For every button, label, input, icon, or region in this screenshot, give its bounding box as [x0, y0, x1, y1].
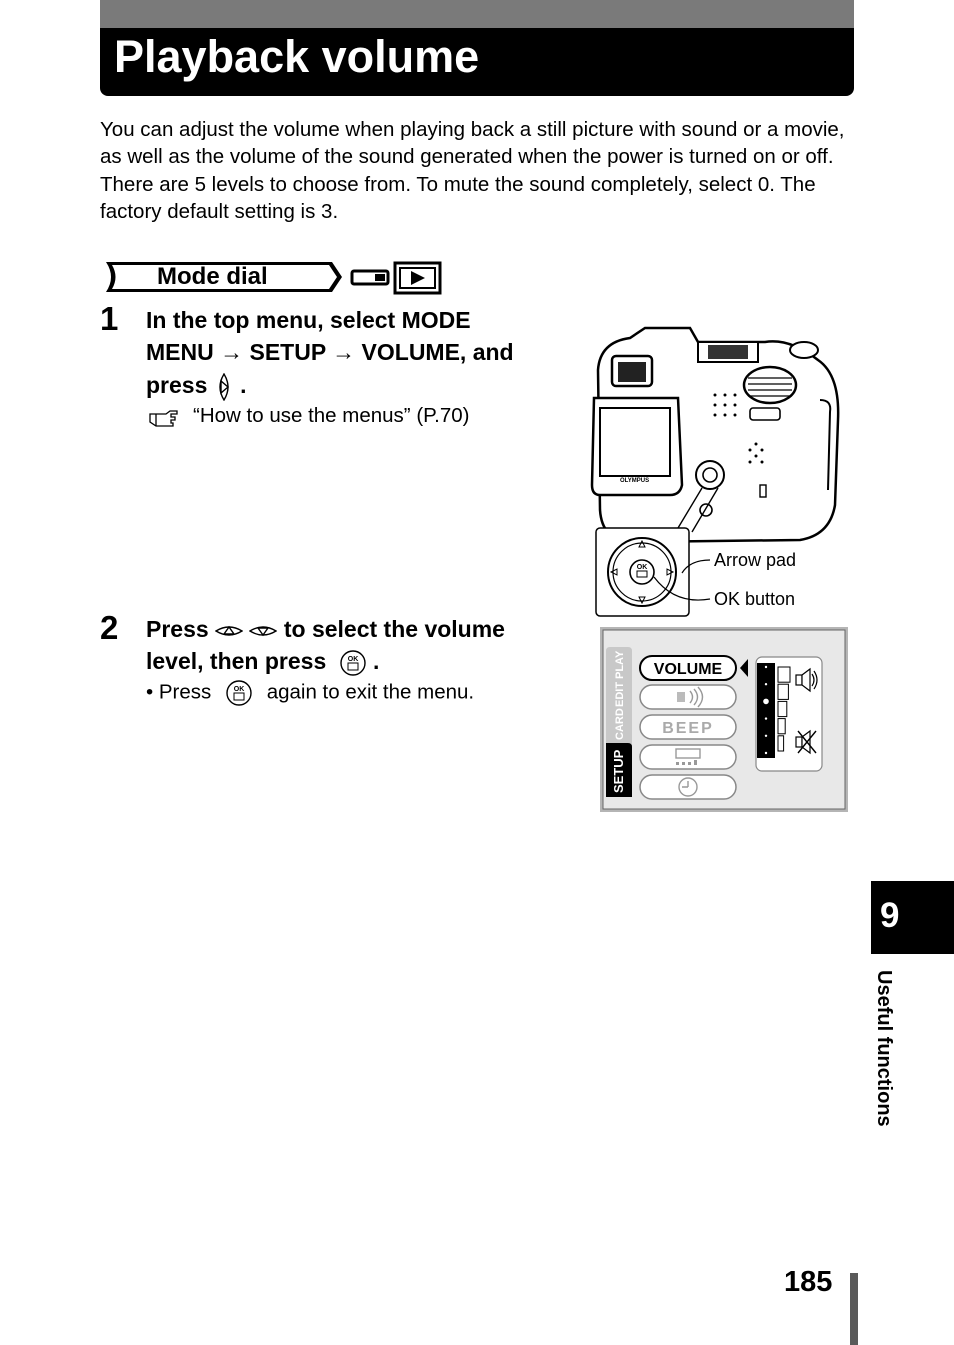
lcd-item-volume: VOLUME [654, 661, 723, 678]
lcd-tab-card: CARD [614, 708, 626, 740]
volume-level-bar [777, 718, 786, 735]
pointing-hand-icon [149, 410, 178, 427]
step-2-bullet-press: • Press [146, 680, 212, 704]
callout-lines [653, 559, 711, 601]
step-2-then-press: level, then press [146, 648, 327, 674]
arrow-right-button-icon [219, 372, 229, 401]
mode-dial-label: Mode dial [157, 263, 268, 290]
volume-level-bar [777, 700, 788, 718]
intro-paragraph: You can adjust the volume when playing b… [100, 118, 845, 223]
step-2-line-1: Press to select the volume [146, 613, 505, 646]
page-number: 185 [784, 1266, 833, 1298]
volume-level-bars [777, 666, 791, 752]
svg-text:OK: OK [637, 564, 648, 571]
lcd-item-clock-icon [678, 777, 698, 797]
arrow-pad-detail: OK [595, 527, 690, 617]
step-1-line-1: In the top menu, select MODE [146, 307, 471, 333]
title-bar [100, 28, 854, 96]
ok-button-label: OK button [714, 589, 796, 609]
step-1-reference: “How to use the menus” (P.70) [193, 404, 470, 427]
chapter-label: Useful functions [873, 970, 895, 1127]
lcd-tab-play: PLAY [614, 650, 626, 679]
svg-text:OK: OK [347, 656, 358, 663]
step-1-line-2: MENU → SETUP → VOLUME, and [146, 339, 514, 365]
ok-button-icon: OK [226, 680, 252, 706]
volume-level-dot [764, 717, 768, 720]
svg-text:OK: OK [234, 686, 245, 693]
arrow-pad-label: Arrow pad [714, 550, 797, 570]
lcd-tab-setup: SETUP [611, 749, 626, 793]
volume-level-dots [763, 665, 769, 755]
lcd-item-brightness-icon [675, 748, 701, 765]
volume-level-dot [764, 683, 768, 686]
step-1-period: . [240, 372, 247, 398]
step-2-press: Press [146, 616, 209, 642]
step-1-number: 1 [100, 300, 119, 337]
step-2-bullet-text: again to exit the menu. [266, 680, 475, 704]
page-number-bar [850, 1273, 858, 1345]
title-top-band [100, 0, 854, 28]
chapter-tab [871, 881, 954, 954]
ok-button-icon: OK [339, 650, 366, 676]
step-1-press: press [146, 372, 208, 398]
mute-speaker-icon [795, 729, 817, 755]
step-2-bullet: • Press OK again to exit the menu. [146, 679, 474, 707]
volume-level-bar [777, 683, 789, 700]
step-2-period: . [373, 648, 380, 674]
lcd-volume-menu: SETUP CARD EDIT PLAY VOLUME BEEP [600, 627, 848, 812]
volume-level-bar [777, 735, 785, 752]
record-playback-mode-icons [350, 261, 442, 295]
camera-back-illustration: OLYMPUS [590, 326, 840, 544]
lcd-tab-edit: EDIT [614, 682, 626, 707]
volume-level-dot [764, 734, 768, 737]
arrow-down-button-icon [249, 626, 278, 637]
mode-dial-badge [106, 262, 342, 292]
step-2-select-text: to select the volume [283, 616, 505, 642]
svg-text:OLYMPUS: OLYMPUS [620, 478, 649, 484]
step-2-line-2: level, then press OK . [146, 645, 379, 678]
volume-level-dot [763, 698, 769, 705]
loud-speaker-icon [795, 667, 818, 693]
volume-level-dot [764, 751, 768, 755]
step-2-number: 2 [100, 609, 119, 646]
chapter-number: 9 [880, 896, 900, 935]
page-title: Playback volume [114, 31, 480, 82]
step-1-line-3: press . [146, 369, 247, 402]
lcd-item-beep: BEEP [662, 720, 714, 737]
volume-level-dot [764, 665, 768, 669]
arrow-up-button-icon [215, 625, 244, 636]
volume-level-bar [777, 666, 791, 683]
lcd-item-speaker-icon [677, 686, 704, 708]
